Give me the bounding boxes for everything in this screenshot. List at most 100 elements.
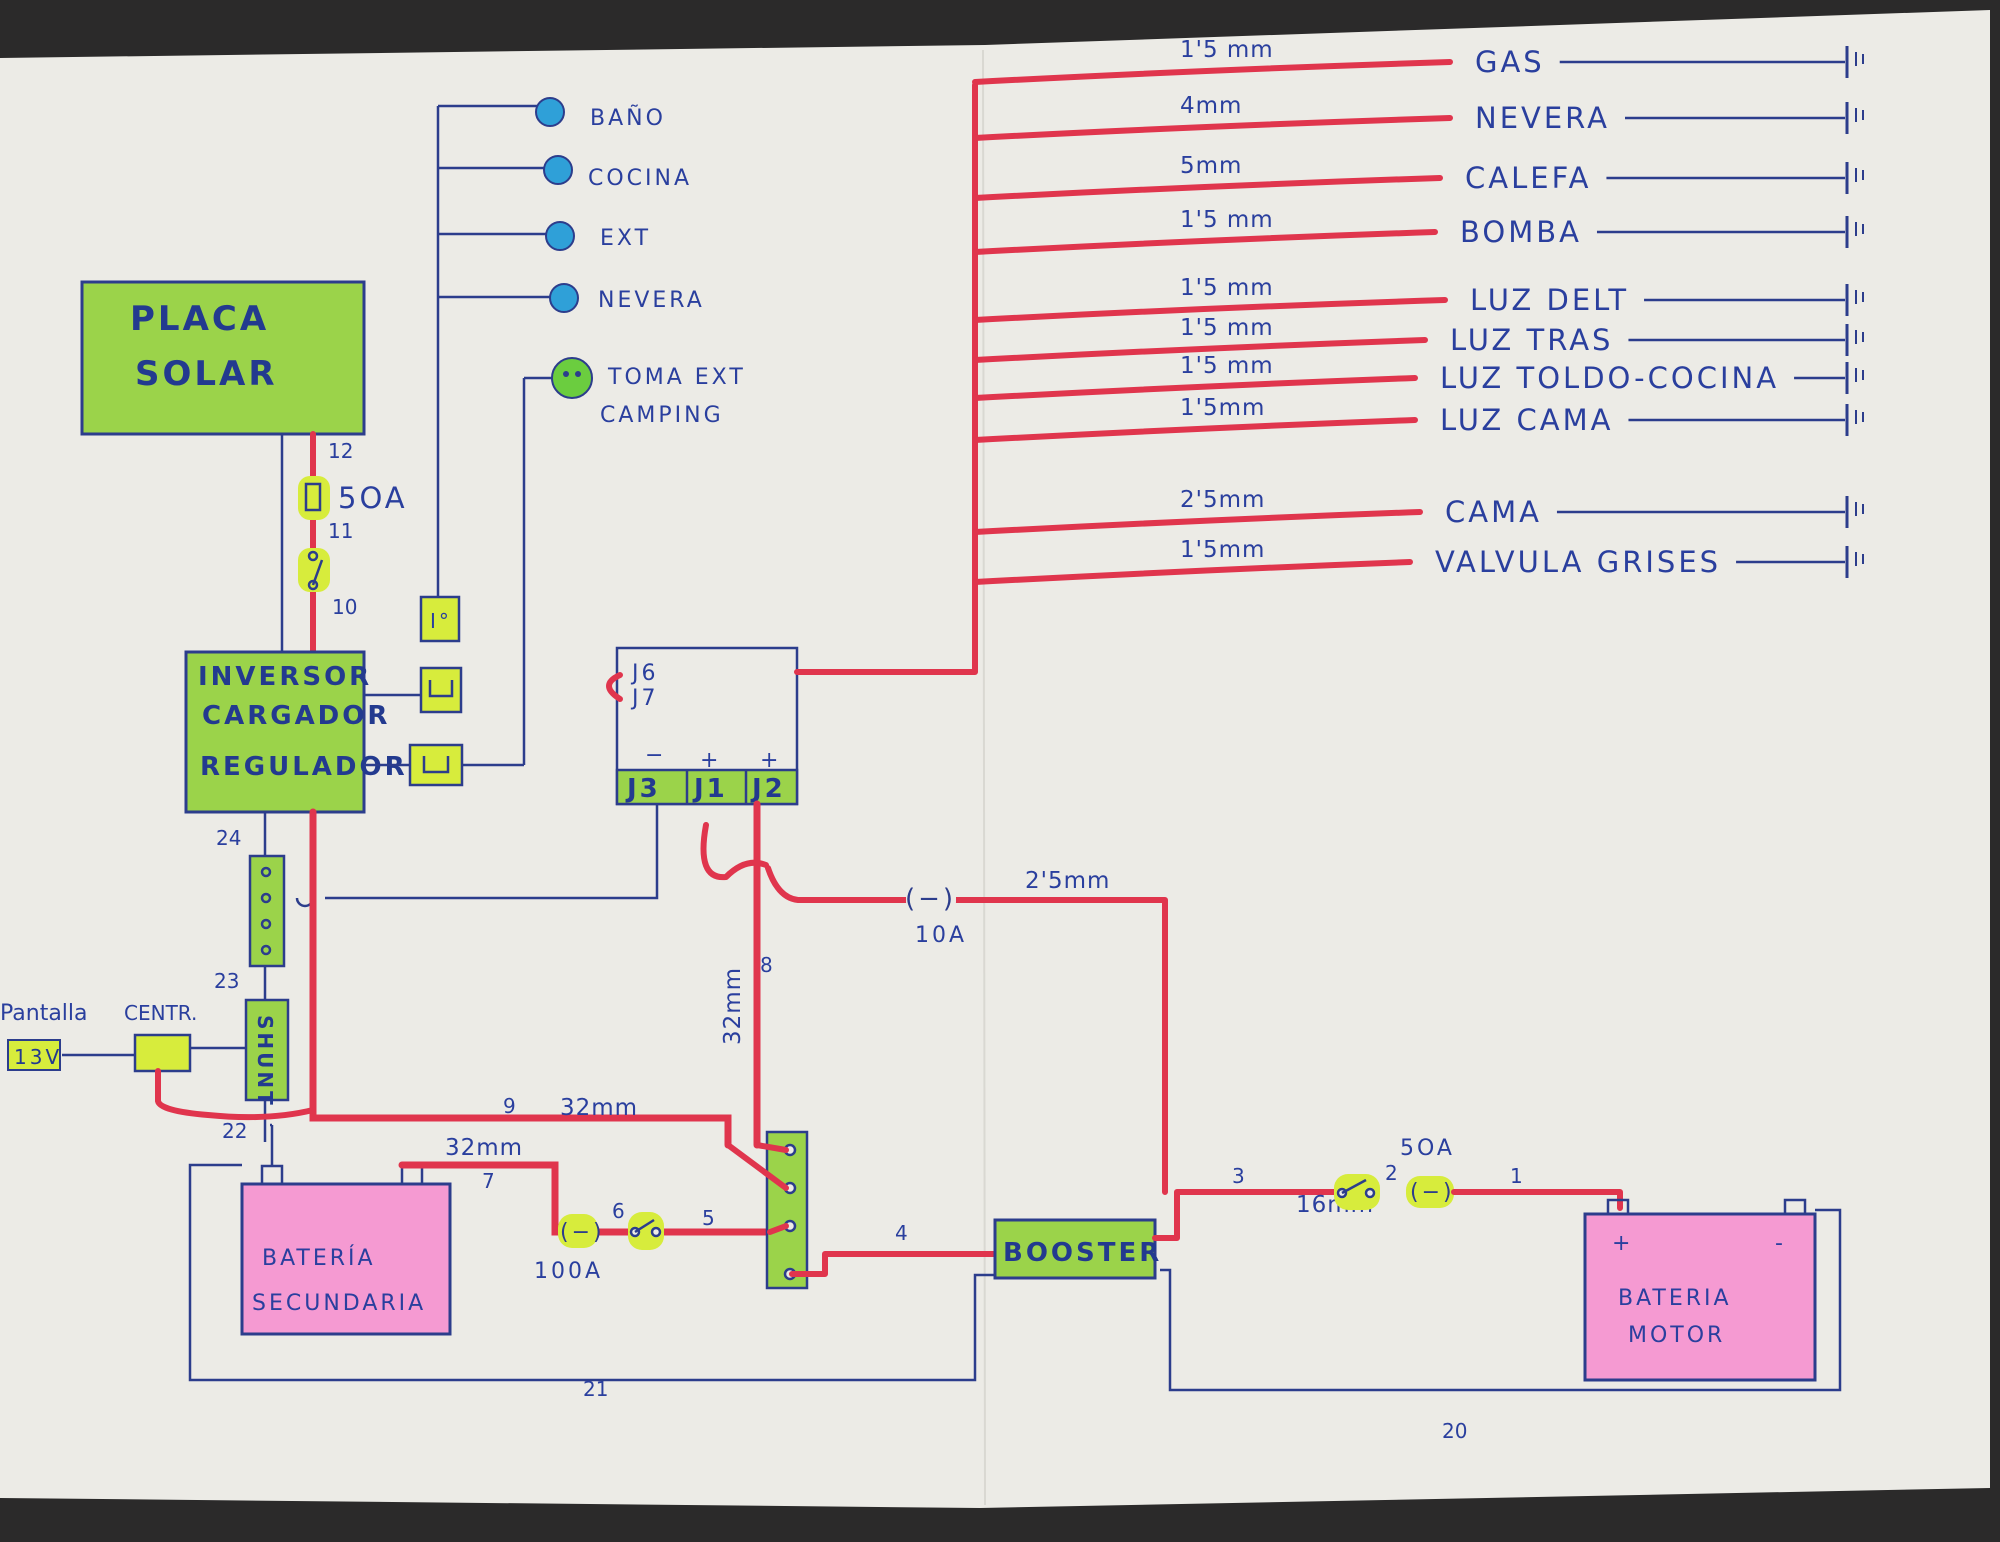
switch-lights-icon: I° <box>430 609 452 633</box>
battery-secondary: BATERÍA SECUNDARIA <box>240 1182 452 1336</box>
circuit-name-label: LUZ TRAS <box>1450 323 1613 357</box>
return-wire-20 <box>1160 1208 1842 1392</box>
toma-label-2: CAMPING <box>600 403 724 428</box>
circuit-feed-wire <box>972 337 1428 363</box>
display-value: 13V <box>14 1045 62 1069</box>
paper-sheet <box>0 10 1990 1508</box>
label-21: 21 <box>583 1377 608 1401</box>
ground-symbol-icon <box>1845 404 1864 436</box>
inverter-label-3: REGULADOR <box>200 752 408 782</box>
circuit-name-label: BOMBA <box>1460 215 1582 249</box>
fuse-10a-icon: (−) <box>905 884 956 914</box>
socket-outside-icon <box>422 756 450 774</box>
circuit-feed-wire <box>972 115 1453 141</box>
label-5: 5 <box>702 1206 715 1230</box>
ground-symbol-icon <box>1845 162 1864 194</box>
fuse-j1: J1 <box>692 774 728 804</box>
fuse-plus-1: + <box>700 748 721 773</box>
circuit-feed-wire <box>972 59 1453 85</box>
circuit-gauge-label: 1'5 mm <box>1180 275 1274 301</box>
positive-busbar <box>765 1130 809 1290</box>
fuse-100a-label: 100A <box>534 1259 603 1284</box>
light-bulb-icon <box>535 97 565 127</box>
shunt: SHUNT <box>244 998 290 1108</box>
inverter-box <box>184 650 366 814</box>
circuit-gauge-label: 2'5mm <box>1180 487 1265 513</box>
fuse-50a-highlight <box>1406 1176 1454 1208</box>
circuit-feed-wire <box>972 175 1443 201</box>
centr-label: CENTR. <box>124 1001 197 1025</box>
circuit-name-label: VALVULA GRISES <box>1435 545 1721 579</box>
solar-fuse-label: 5OA <box>338 481 408 515</box>
label-9: 9 <box>503 1094 516 1118</box>
booster: BOOSTER <box>993 1218 1162 1280</box>
light-label: NEVERA <box>598 288 705 313</box>
pantalla-label: Pantalla <box>0 1001 88 1026</box>
light-nevera: NEVERA <box>549 283 705 313</box>
switch-lights-box <box>419 595 461 643</box>
circuit-4: 1'5 mm LUZ DELT <box>972 275 1864 323</box>
battery-motor-box <box>1583 1212 1817 1382</box>
circuit-9: 1'5mm VALVULA GRISES <box>972 537 1864 585</box>
solar-fuse-highlight <box>298 476 330 520</box>
ground-symbol-icon <box>1845 284 1864 316</box>
solar-panel-box <box>80 280 366 436</box>
label-22: 22 <box>222 1119 247 1143</box>
booster-label: BOOSTER <box>1003 1238 1162 1268</box>
label-1: 1 <box>1510 1164 1523 1188</box>
battery-secondary-box <box>240 1182 452 1336</box>
circuit-feed-wire <box>972 417 1418 443</box>
circuit-gauge-label: 1'5mm <box>1180 537 1265 563</box>
ground-symbol-icon <box>1845 496 1864 528</box>
fuse-holder <box>248 854 286 968</box>
label-11: 11 <box>328 519 353 543</box>
gauge-32-vertical-label: 32mm <box>720 967 746 1045</box>
label-12: 12 <box>328 439 353 463</box>
circuit-name-label: LUZ DELT <box>1470 283 1629 317</box>
battery-secondary-label-1: BATERÍA <box>262 1245 376 1271</box>
fuse-10a-label: 10A <box>915 923 967 948</box>
label-6: 6 <box>612 1199 625 1223</box>
solar-panel: PLACA SOLAR <box>80 280 366 436</box>
fuse-plus-2: + <box>760 748 781 773</box>
j1-to-booster-wire <box>765 865 1168 1195</box>
fuse-100a-highlight <box>558 1214 598 1248</box>
circuit-feed-wire <box>972 297 1448 323</box>
circuit-name-label: NEVERA <box>1475 101 1610 135</box>
label-20: 20 <box>1442 1419 1467 1443</box>
shunt-box <box>244 998 290 1102</box>
label-10: 10 <box>332 595 357 619</box>
motor-positive-wire <box>1451 1189 1623 1211</box>
j3-negative-wire <box>325 804 659 900</box>
circuit-gauge-label: 1'5mm <box>1180 395 1265 421</box>
centralita-box <box>133 1033 192 1073</box>
inverter-charger-regulator: INVERSOR CARGADOR REGULADOR <box>184 650 408 814</box>
fuse-box-output-bus <box>794 82 978 675</box>
label-24: 24 <box>216 826 241 850</box>
ground-symbol-icon <box>1845 46 1864 78</box>
light-label: BAÑO <box>590 104 666 131</box>
circuit-name-label: CALEFA <box>1465 161 1591 195</box>
solar-switch-highlight <box>298 548 330 592</box>
busbar-box <box>765 1130 809 1290</box>
solar-panel-label-1: PLACA <box>130 299 269 339</box>
ground-symbol-icon <box>1845 216 1864 248</box>
fuse-j6: J6 <box>630 661 659 686</box>
label-7: 7 <box>482 1169 495 1193</box>
gauge-32-a-label: 32mm <box>560 1095 638 1121</box>
light-bulb-icon <box>543 155 573 185</box>
inverter-label-1: INVERSOR <box>198 662 372 692</box>
battery-motor-label-1: BATERIA <box>1618 1286 1732 1311</box>
ground-symbol-icon <box>1845 324 1864 356</box>
fuse-terminals-strip <box>615 768 799 806</box>
toma-ext-camping: TOMA EXT CAMPING <box>551 357 743 428</box>
fuse-j2: J2 <box>750 774 786 804</box>
socket-outlet-icon <box>551 357 593 399</box>
